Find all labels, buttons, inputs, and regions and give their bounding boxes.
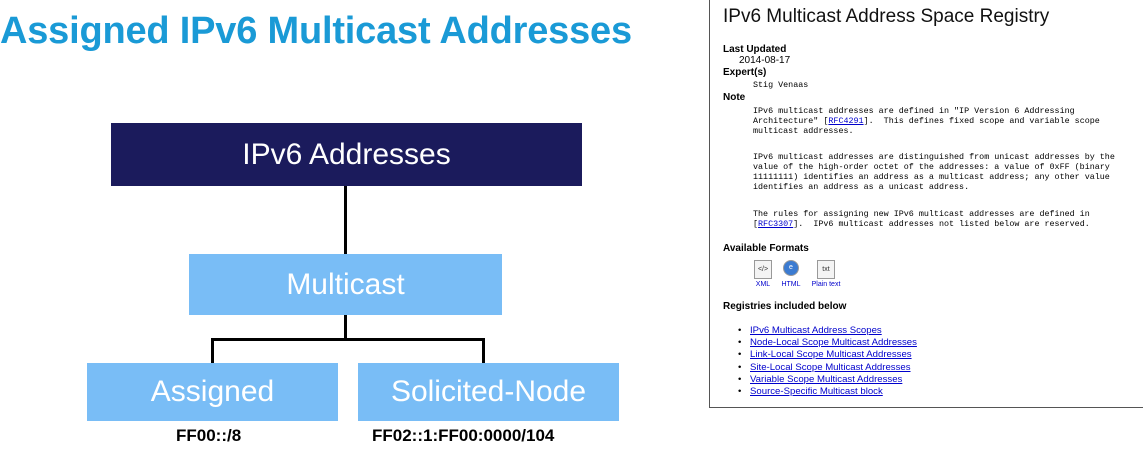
slide-title: Assigned IPv6 Multicast Addresses — [0, 10, 632, 52]
note-p1-line2b: ]. This defines fixed scope and variable… — [863, 116, 1100, 126]
format-xml-label: XML — [755, 281, 771, 288]
note-label: Note — [723, 92, 746, 103]
xml-icon: </> — [754, 260, 772, 279]
assigned-node: Assigned — [87, 363, 338, 421]
last-updated-value: 2014-08-17 — [739, 55, 791, 66]
registries-included-label: Registries included below — [723, 301, 847, 312]
root-node: IPv6 Addresses — [111, 123, 582, 186]
note-paragraph-1: IPv6 multicast addresses are defined in … — [753, 106, 1100, 136]
list-item: Link-Local Scope Multicast Addresses — [738, 349, 917, 361]
experts-value: Stig Venaas — [753, 80, 809, 90]
list-item: Variable Scope Multicast Addresses — [738, 374, 917, 386]
last-updated-label: Last Updated — [723, 44, 787, 55]
registry-link-scopes[interactable]: IPv6 Multicast Address Scopes — [750, 325, 882, 336]
connector-horizontal — [211, 338, 485, 341]
list-item: Node-Local Scope Multicast Addresses — [738, 337, 917, 349]
connector-root-to-multicast — [344, 186, 347, 254]
note-p1-line3: multicast addresses. — [753, 126, 854, 136]
format-xml[interactable]: </> XML — [745, 260, 781, 288]
registry-title: IPv6 Multicast Address Space Registry — [723, 6, 1050, 27]
registry-link-site-local[interactable]: Site-Local Scope Multicast Addresses — [750, 361, 911, 373]
connector-multicast-down — [344, 315, 347, 340]
registry-link-variable-scope[interactable]: Variable Scope Multicast Addresses — [750, 373, 903, 385]
note-p3-line1: The rules for assigning new IPv6 multica… — [753, 209, 1090, 219]
assigned-node-label: Assigned — [150, 375, 275, 408]
connector-to-solicited — [482, 338, 485, 363]
format-plain-text[interactable]: txt Plain text — [808, 260, 844, 288]
multicast-node-label: Multicast — [286, 267, 405, 301]
note-paragraph-2: IPv6 multicast addresses are distinguish… — [753, 152, 1115, 192]
note-p1-line1: IPv6 multicast addresses are defined in … — [753, 106, 1075, 116]
registry-link-link-local[interactable]: Link-Local Scope Multicast Addresses — [750, 349, 912, 361]
registry-link-source-specific[interactable]: Source-Specific Multicast block — [750, 386, 883, 398]
note-p3-line2b: ]. IPv6 multicast addresses not listed b… — [793, 219, 1090, 229]
solicited-prefix-caption: FF02::1:FF00:0000/104 — [372, 426, 555, 445]
format-html-label: HTML — [781, 281, 801, 288]
html-icon: e — [783, 260, 799, 276]
note-p1-line2a: Architecture" [ — [753, 116, 829, 126]
rfc3307-link[interactable]: RFC3307 — [758, 219, 794, 229]
registry-link-node-local[interactable]: Node-Local Scope Multicast Addresses — [750, 337, 917, 349]
experts-label: Expert(s) — [723, 67, 767, 78]
format-html[interactable]: e HTML — [773, 260, 809, 288]
available-formats-label: Available Formats — [723, 243, 809, 254]
list-item: Source-Specific Multicast block — [738, 386, 917, 398]
note-paragraph-3: The rules for assigning new IPv6 multica… — [753, 209, 1090, 229]
registry-panel: IPv6 Multicast Address Space Registry La… — [709, 0, 1143, 408]
txt-icon: txt — [817, 260, 835, 279]
rfc4291-link[interactable]: RFC4291 — [828, 116, 864, 126]
list-item: Site-Local Scope Multicast Addresses — [738, 362, 917, 374]
registries-list: IPv6 Multicast Address Scopes Node-Local… — [738, 325, 917, 398]
solicited-node-label: Solicited-Node — [390, 375, 587, 408]
connector-to-assigned — [211, 338, 214, 363]
format-plain-text-label: Plain text — [811, 281, 841, 288]
assigned-prefix-caption: FF00::/8 — [176, 426, 242, 445]
multicast-node: Multicast — [189, 254, 502, 315]
list-item: IPv6 Multicast Address Scopes — [738, 325, 917, 337]
solicited-node-node: Solicited-Node — [358, 363, 619, 421]
note-p3-line2a: [ — [753, 219, 759, 229]
root-node-label: IPv6 Addresses — [242, 137, 451, 171]
